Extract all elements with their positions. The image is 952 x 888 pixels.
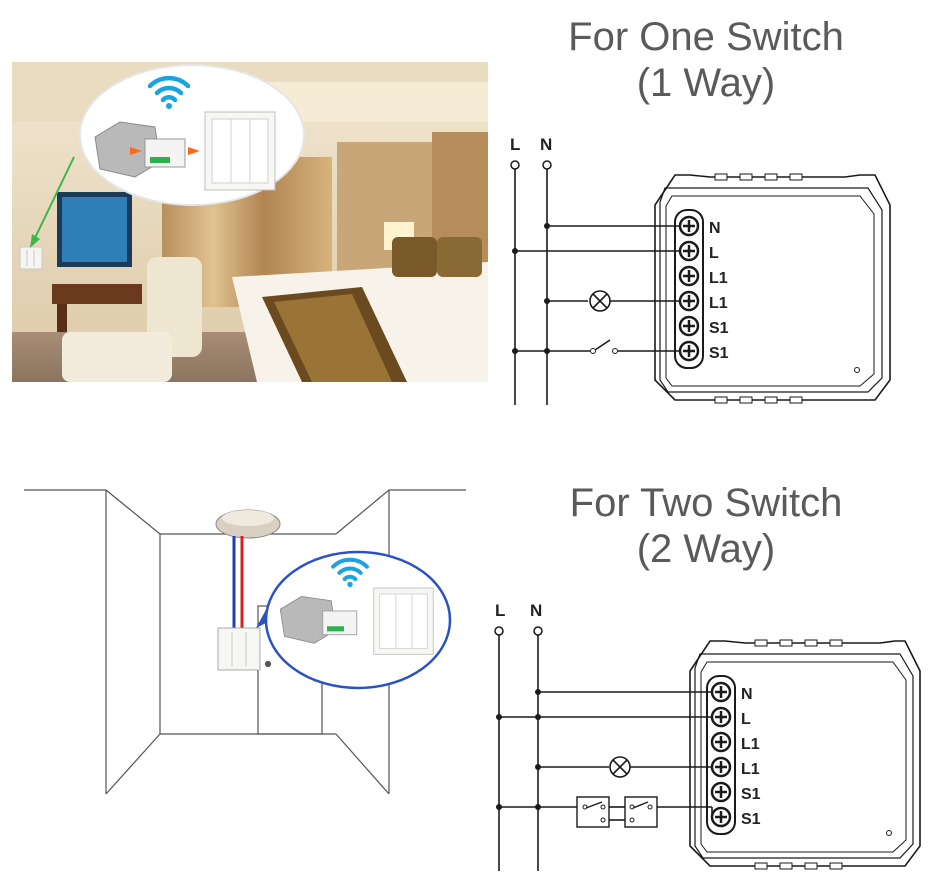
switch-icon — [590, 339, 618, 354]
wiring-diagram-one-switch: L N N L L1 L1 S1 S1 — [510, 135, 891, 405]
bedroom-photo — [12, 62, 488, 382]
title-two-switch-line2: (2 Way) — [636, 527, 776, 571]
wiring-diagram-two-switch: L N N L L1 L1 S1 S1 — [494, 601, 921, 871]
module-and-switch — [279, 587, 434, 655]
relay-module — [654, 174, 891, 401]
arrow-icon — [33, 156, 75, 241]
neutral-label: N — [540, 135, 552, 154]
terminal-label: L — [741, 711, 751, 728]
title-two-switch: For Two Switch (2 Way) — [496, 480, 916, 572]
switch-icon — [217, 627, 261, 671]
terminal-label: L1 — [709, 270, 728, 287]
live-label: L — [510, 135, 520, 154]
terminal-label: S1 — [709, 345, 729, 362]
terminal-label: L1 — [741, 761, 760, 778]
terminal-label: N — [709, 220, 721, 237]
lamp-icon — [609, 756, 631, 778]
terminal-label: S1 — [741, 811, 761, 828]
arrow-icon — [130, 147, 142, 155]
title-one-switch-line2: (1 Way) — [636, 61, 776, 105]
wifi-icon — [331, 557, 369, 588]
title-one-switch: For One Switch (1 Way) — [496, 14, 916, 106]
title-two-switch-line1: For Two Switch — [569, 481, 843, 525]
neutral-label: N — [530, 601, 542, 620]
terminal-label: S1 — [709, 320, 729, 337]
terminal-label: N — [741, 686, 753, 703]
relay-module — [689, 640, 921, 867]
terminal-label: L — [709, 245, 719, 262]
terminal-label: L1 — [709, 295, 728, 312]
switch-icon — [624, 796, 658, 828]
switch-icon — [576, 796, 610, 828]
terminal-label: L1 — [741, 736, 760, 753]
module-and-switch — [94, 111, 276, 191]
arrow-icon — [188, 147, 200, 155]
terminal-screws-top — [678, 215, 700, 362]
lamp-icon — [589, 290, 611, 312]
title-one-switch-line1: For One Switch — [568, 15, 844, 59]
live-label: L — [495, 601, 505, 620]
wifi-icon — [147, 75, 191, 109]
terminal-label: S1 — [741, 786, 761, 803]
